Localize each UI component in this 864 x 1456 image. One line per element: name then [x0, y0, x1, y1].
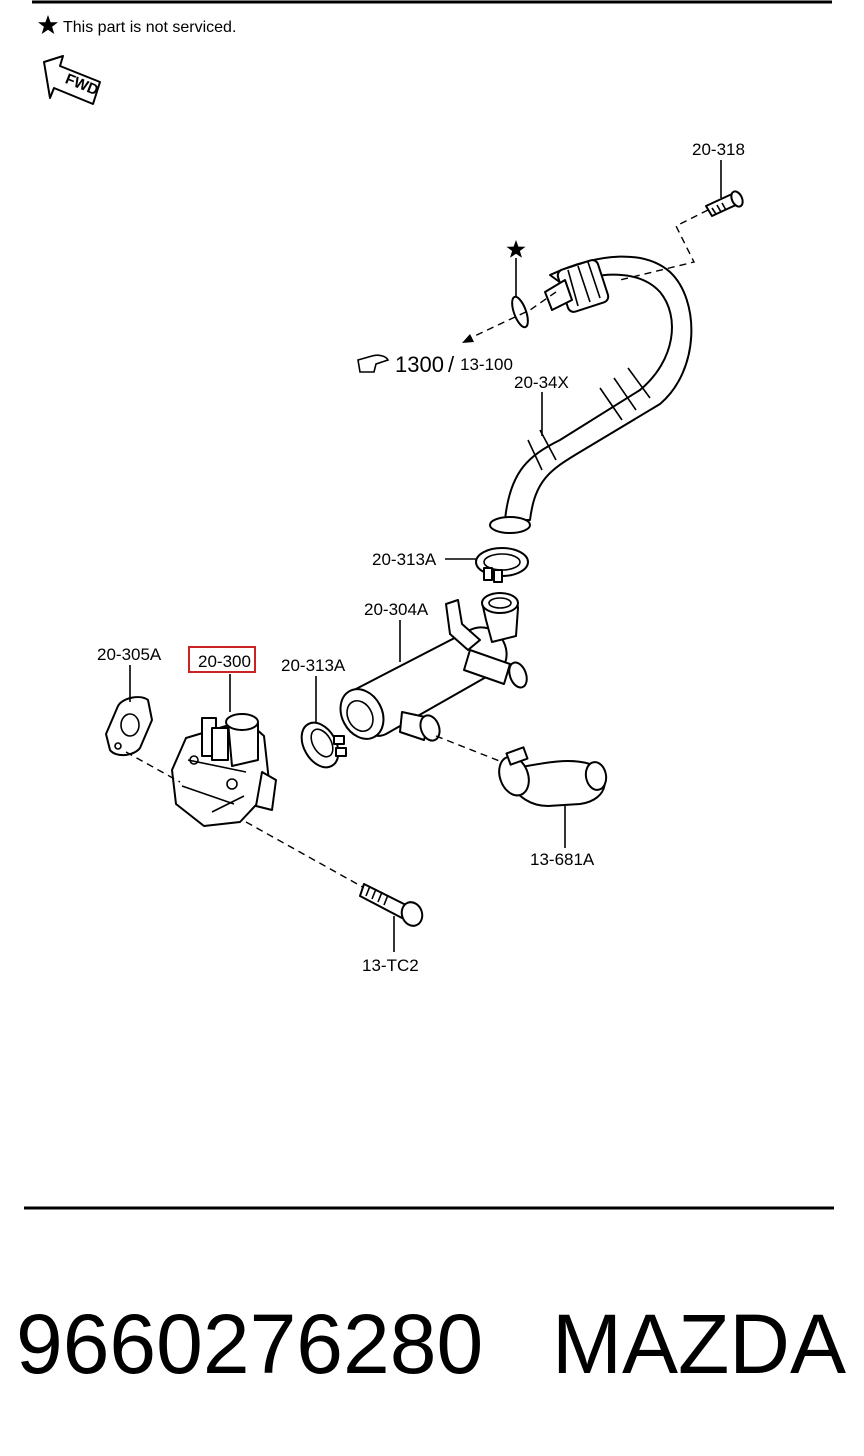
reference-1300-13-100: 1300 / 13-100: [357, 352, 513, 377]
not-serviced-note: This part is not serviced.: [38, 15, 236, 36]
gasket-20-305a: [105, 696, 153, 756]
label-20-304a: 20-304A: [364, 600, 429, 619]
ref-1300: 1300: [395, 352, 444, 377]
egr-valve-20-300: [171, 713, 277, 827]
star-icon: [506, 240, 526, 258]
bolt-13-tc2: [359, 883, 424, 927]
label-20-318: 20-318: [692, 140, 745, 159]
part-number: 9660276280: [16, 1297, 484, 1391]
highlight-box-20-300: [188, 646, 256, 673]
egr-pipe-20-34x: [489, 255, 693, 534]
valve-to-bolt-dash: [245, 821, 369, 891]
brand-name: MAZDA: [552, 1297, 846, 1391]
star-icon: [38, 15, 58, 34]
gasket-not-serviced: [506, 240, 529, 329]
pipe-to-1300-dash: [465, 291, 557, 341]
clamp-20-313a-top: [475, 547, 529, 583]
gasket-to-valve-dash: [125, 751, 181, 783]
not-serviced-text: This part is not serviced.: [63, 19, 236, 36]
bolt-dash-top: [619, 209, 709, 281]
clamp-20-313a-mid: [300, 721, 347, 769]
label-20-300: 20-300: [198, 652, 251, 671]
fwd-arrow-icon: FWD: [43, 55, 101, 105]
label-13-tc2: 13-TC2: [362, 956, 419, 975]
ref-13-100: 13-100: [460, 355, 513, 374]
egr-cooler-20-304a: [339, 592, 528, 742]
label-20-313a-mid: 20-313A: [281, 656, 346, 675]
bolt-20-318: [705, 190, 744, 217]
cooler-to-hose-dash: [435, 735, 503, 763]
label-20-313a-top: 20-313A: [372, 550, 437, 569]
label-20-34x: 20-34X: [514, 373, 569, 392]
ref-slash: /: [448, 352, 455, 377]
label-20-305a: 20-305A: [97, 645, 162, 664]
hose-13-681a: [498, 746, 608, 807]
pointing-hand-icon: [357, 354, 390, 373]
label-13-681a: 13-681A: [530, 850, 595, 869]
